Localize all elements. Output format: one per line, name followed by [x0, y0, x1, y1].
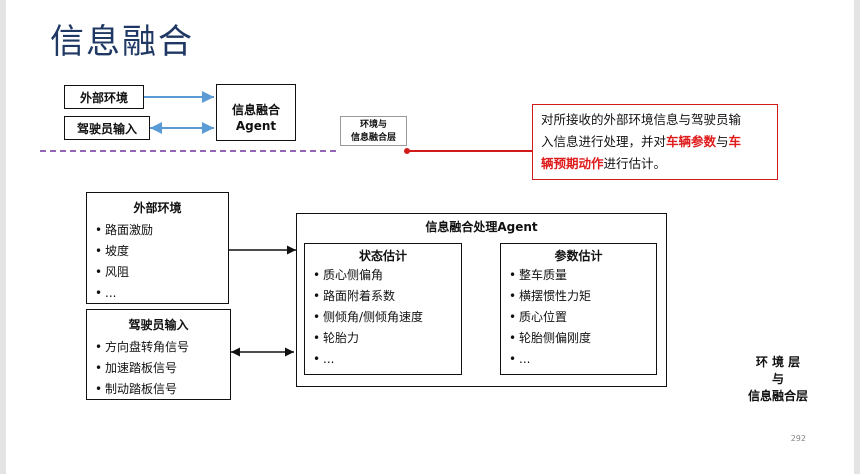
driver-input-list: •方向盘转角信号 •加速踏板信号 •制动踏板信号	[87, 337, 230, 400]
list-item: •轮胎力	[313, 331, 360, 345]
list-item: •横摆惯性力矩	[509, 289, 592, 303]
note-line3: 辆预期动作进行估计。	[541, 156, 667, 171]
list-item: •制动踏板信号	[95, 382, 178, 396]
list-item: •风阻	[95, 265, 130, 279]
list-item: •...	[509, 352, 531, 366]
list-item: •质心侧偏角	[313, 268, 384, 282]
list-item: •质心位置	[509, 310, 568, 324]
state-estimation-list: •质心侧偏角 •路面附着系数 •侧倾角/侧倾角速度 •轮胎力 •...	[305, 265, 461, 370]
list-item: •加速踏板信号	[95, 361, 178, 375]
processing-agent-title: 信息融合处理Agent	[425, 220, 538, 234]
driver-input-box: 驾驶员输入 •方向盘转角信号 •加速踏板信号 •制动踏板信号	[86, 309, 231, 400]
list-item: •...	[95, 286, 117, 300]
layer-tag: 环境与 信息融合层	[340, 116, 407, 146]
side-layer-label: 环 境 层 与 信息融合层	[748, 354, 808, 405]
parameter-estimation-list: •整车质量 •横摆惯性力矩 •质心位置 •轮胎侧偏刚度 •...	[501, 265, 656, 370]
list-item: •...	[313, 352, 335, 366]
top-driver-input-label: 驾驶员输入	[76, 121, 137, 136]
layer-tag-line1: 环境与	[359, 120, 387, 130]
list-item: •侧倾角/侧倾角速度	[313, 310, 424, 324]
top-agent-box: 信息融合 Agent	[216, 84, 296, 141]
external-env-title: 外部环境	[133, 201, 182, 215]
list-item: •坡度	[95, 244, 130, 258]
note-line1: 对所接收的外部环境信息与驾驶员输	[541, 112, 742, 127]
state-estimation-title: 状态估计	[358, 249, 407, 263]
slide-title: 信息融合	[50, 22, 194, 62]
external-env-box: 外部环境 •路面激励 •坡度 •风阻 •...	[86, 192, 229, 304]
layer-divider-dot	[404, 148, 410, 154]
top-external-env-label: 外部环境	[79, 90, 128, 105]
side-label-line2: 与	[771, 372, 784, 386]
side-label-line3: 信息融合层	[747, 389, 808, 403]
parameter-estimation-title: 参数估计	[554, 249, 603, 263]
external-env-list: •路面激励 •坡度 •风阻 •...	[87, 220, 228, 304]
page-number: 292	[790, 434, 806, 443]
parameter-estimation-box: 参数估计 •整车质量 •横摆惯性力矩 •质心位置 •轮胎侧偏刚度 •...	[500, 243, 657, 375]
list-item: •整车质量	[509, 268, 568, 282]
list-item: •轮胎侧偏刚度	[509, 331, 592, 345]
side-label-line1: 环 境 层	[755, 355, 801, 369]
slide-right-edge	[854, 0, 860, 474]
top-agent-line2: Agent	[235, 119, 277, 133]
list-item: •路面附着系数	[313, 289, 396, 303]
top-external-env-box: 外部环境	[64, 85, 144, 109]
description-note: 对所接收的外部环境信息与驾驶员输 入信息进行处理，并对车辆参数与车 辆预期动作进…	[532, 104, 778, 180]
layer-tag-line2: 信息融合层	[350, 133, 396, 143]
list-item: •方向盘转角信号	[95, 340, 190, 354]
list-item: •路面激励	[95, 223, 154, 237]
top-driver-input-box: 驾驶员输入	[64, 116, 150, 140]
state-estimation-box: 状态估计 •质心侧偏角 •路面附着系数 •侧倾角/侧倾角速度 •轮胎力 •...	[304, 243, 462, 375]
top-agent-line1: 信息融合	[231, 103, 280, 117]
driver-input-title: 驾驶员输入	[128, 318, 189, 332]
slide-left-edge	[0, 0, 6, 474]
note-line2: 入信息进行处理，并对车辆参数与车	[541, 134, 742, 149]
